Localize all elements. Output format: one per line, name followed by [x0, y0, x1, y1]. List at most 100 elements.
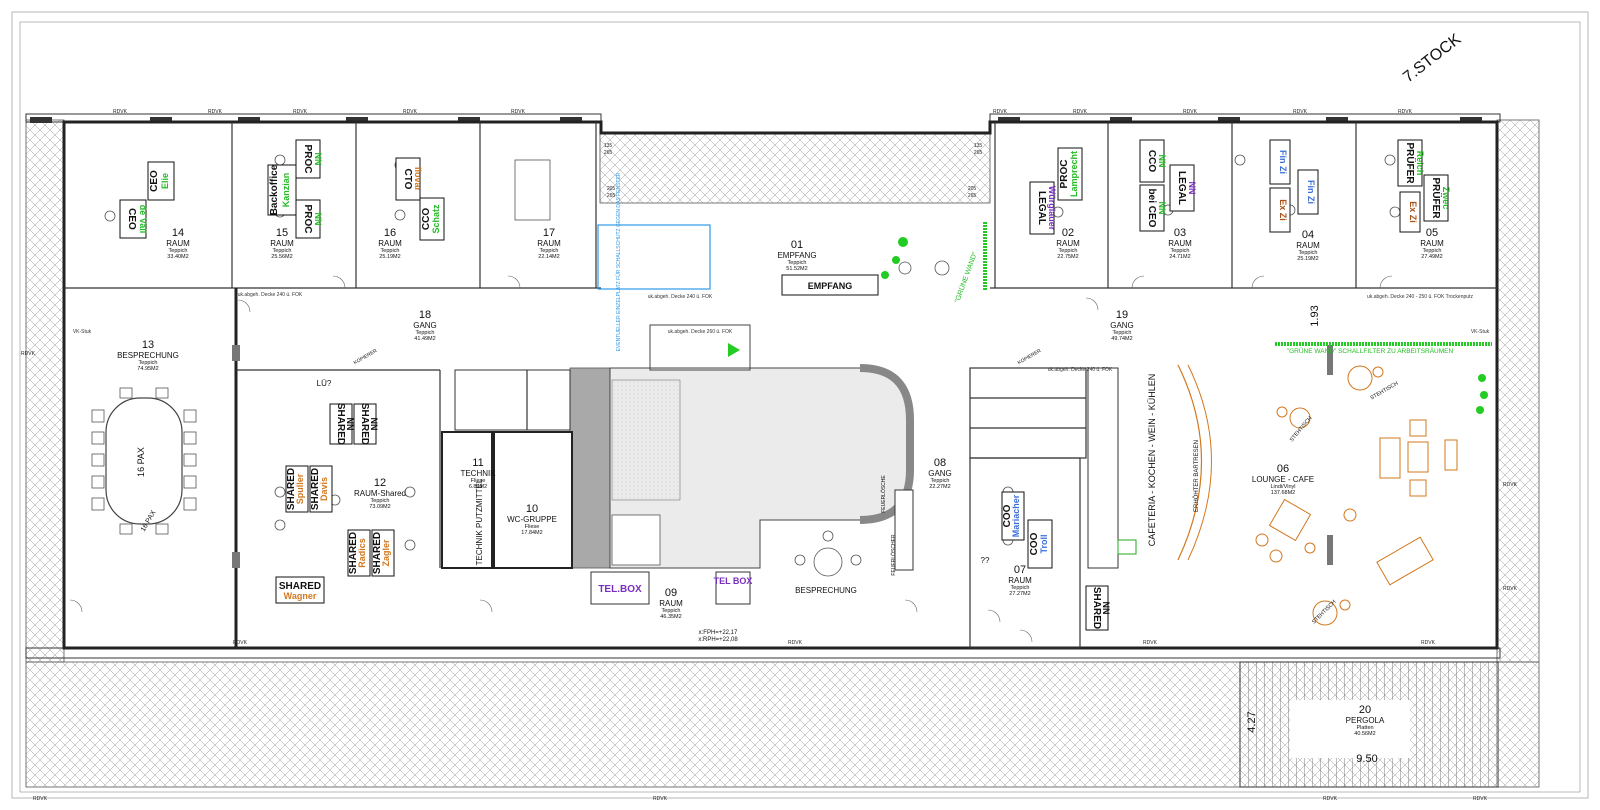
- svg-text:15: 15: [276, 227, 288, 239]
- svg-text:RDVK: RDVK: [1398, 109, 1413, 115]
- svg-text:RDVK: RDVK: [403, 109, 418, 115]
- gruene-wand-right-label: "GRÜNE WAND" SCHALLFILTER ZU ARBEITSRÄUM…: [1287, 347, 1454, 355]
- decke-note-5: uk.abgeh. Decke 240 - 250 ü. FOK Trocken…: [1367, 294, 1473, 300]
- feuerloescher-2: FEUERLÖSCHER: [890, 534, 897, 576]
- coo2-role: COO: [1029, 532, 1040, 555]
- svg-text:Teppich: Teppich: [381, 248, 400, 254]
- finzi2-role: Fin Zi: [1306, 180, 1316, 204]
- svg-text:12: 12: [374, 477, 386, 489]
- vkstuk-1: VK-Stuk: [73, 329, 92, 335]
- svg-text:RAUM: RAUM: [1168, 239, 1192, 248]
- svg-text:RDVK: RDVK: [511, 109, 526, 115]
- svg-text:TECHNIK: TECHNIK: [460, 469, 496, 478]
- exzi2-role: Ex Zi: [1408, 201, 1418, 223]
- svg-text:RAUM-Shared: RAUM-Shared: [354, 489, 406, 498]
- elevator-shaft: [611, 379, 681, 501]
- qq-label: ??: [981, 556, 990, 565]
- svg-text:03: 03: [1174, 227, 1186, 239]
- pruefer-role: PRÜFER: [1404, 142, 1417, 184]
- shared-3-role: SHARED: [286, 468, 297, 510]
- telbox-1[interactable]: [590, 571, 650, 605]
- svg-text:RDVK: RDVK: [1503, 482, 1518, 488]
- service-lockers: [969, 367, 1087, 459]
- wc-room: [493, 431, 573, 569]
- proc-role: PROC: [302, 145, 313, 174]
- feuerloescher-1: FEUERLÖSCHE: [880, 475, 887, 513]
- svg-text:RAUM: RAUM: [659, 599, 683, 608]
- svg-text:Teppich: Teppich: [1113, 330, 1132, 336]
- svg-text:PERGOLA: PERGOLA: [1346, 716, 1385, 725]
- svg-text:137.68M2: 137.68M2: [1271, 490, 1295, 496]
- svg-text:09: 09: [665, 587, 677, 599]
- svg-text:08: 08: [934, 457, 946, 469]
- svg-text:Teppich: Teppich: [139, 360, 158, 366]
- floor-label: 7.STOCK: [1400, 31, 1464, 87]
- svg-text:04: 04: [1302, 229, 1314, 241]
- telbox-2[interactable]: [715, 571, 751, 605]
- shared-5-name: Radics: [357, 538, 367, 568]
- dim-950: 9.50: [1356, 753, 1377, 765]
- svg-text:33.40M2: 33.40M2: [167, 254, 188, 260]
- pergola-label-bg: [1290, 700, 1410, 758]
- svg-text:74.95M2: 74.95M2: [137, 366, 158, 372]
- coo-role: COO: [1002, 504, 1013, 527]
- atrium-balcony: [599, 132, 991, 204]
- exzi-role: Ex Zi: [1278, 199, 1288, 221]
- ceo2-name: de Vall: [138, 205, 148, 234]
- ceo-role: CEO: [149, 170, 160, 192]
- backoffice-name: Kanzian: [281, 173, 291, 208]
- svg-text:01: 01: [791, 239, 803, 251]
- svg-text:Teppich: Teppich: [931, 478, 950, 484]
- shared-4-name: Davis: [319, 477, 329, 501]
- svg-text:Platten: Platten: [1356, 725, 1373, 731]
- dim-265d: 265: [968, 193, 977, 199]
- svg-text:RDVK: RDVK: [1503, 586, 1518, 592]
- proc2-name: NN: [313, 213, 323, 226]
- lift-lobby: [649, 324, 751, 371]
- besprechung-label: BESPRECHUNG: [795, 586, 857, 595]
- svg-text:Fliese: Fliese: [525, 524, 540, 530]
- coo-name: Mariacher: [1011, 494, 1021, 537]
- svg-text:17.84M2: 17.84M2: [521, 530, 542, 536]
- svg-text:25.19M2: 25.19M2: [1297, 256, 1318, 262]
- facade-columns: [30, 117, 1482, 123]
- svg-text:Teppich: Teppich: [1299, 250, 1318, 256]
- legal-role: LEGAL: [1036, 191, 1047, 225]
- dim-265c: 265: [607, 193, 616, 199]
- svg-text:06: 06: [1277, 463, 1289, 475]
- svg-text:Teppich: Teppich: [662, 608, 681, 614]
- technik-putzmittel-label: TECHNIK PUTZMITTEL: [475, 478, 484, 565]
- proc-name: NN: [313, 153, 323, 166]
- svg-text:RDVK: RDVK: [788, 640, 803, 646]
- dim-265a: 265: [604, 150, 613, 156]
- svg-text:RDVK: RDVK: [1323, 796, 1338, 802]
- conference-chairs: [91, 387, 197, 535]
- kopierer-2: KOPIERER: [1017, 348, 1043, 366]
- svg-text:07: 07: [1014, 564, 1026, 576]
- backoffice-role: Backoffice: [269, 164, 280, 215]
- stehtisch-2: STEHTISCH: [1289, 415, 1314, 443]
- fbh-2: x:RPH=+22,08: [698, 637, 738, 643]
- cto-role: CTO: [402, 169, 413, 190]
- pruefer2-name: Zwec: [1441, 187, 1451, 210]
- core-curve-wall: [859, 364, 914, 524]
- fire-cabinet: [894, 489, 914, 571]
- empfang-desk[interactable]: [781, 274, 879, 296]
- pruefer2-role: PRÜFER: [1430, 177, 1443, 219]
- plants-icon: [881, 237, 1488, 414]
- empfang-desk-label: EMPFANG: [808, 281, 853, 291]
- svg-text:40.56M2: 40.56M2: [1354, 731, 1375, 737]
- dim-265b: 265: [974, 150, 983, 156]
- telbox-1-label: TEL.BOX: [598, 584, 642, 595]
- cafeteria-counter: [1087, 367, 1119, 569]
- svg-text:RAUM: RAUM: [1056, 239, 1080, 248]
- svg-text:11: 11: [472, 457, 483, 469]
- svg-text:19: 19: [1116, 309, 1128, 321]
